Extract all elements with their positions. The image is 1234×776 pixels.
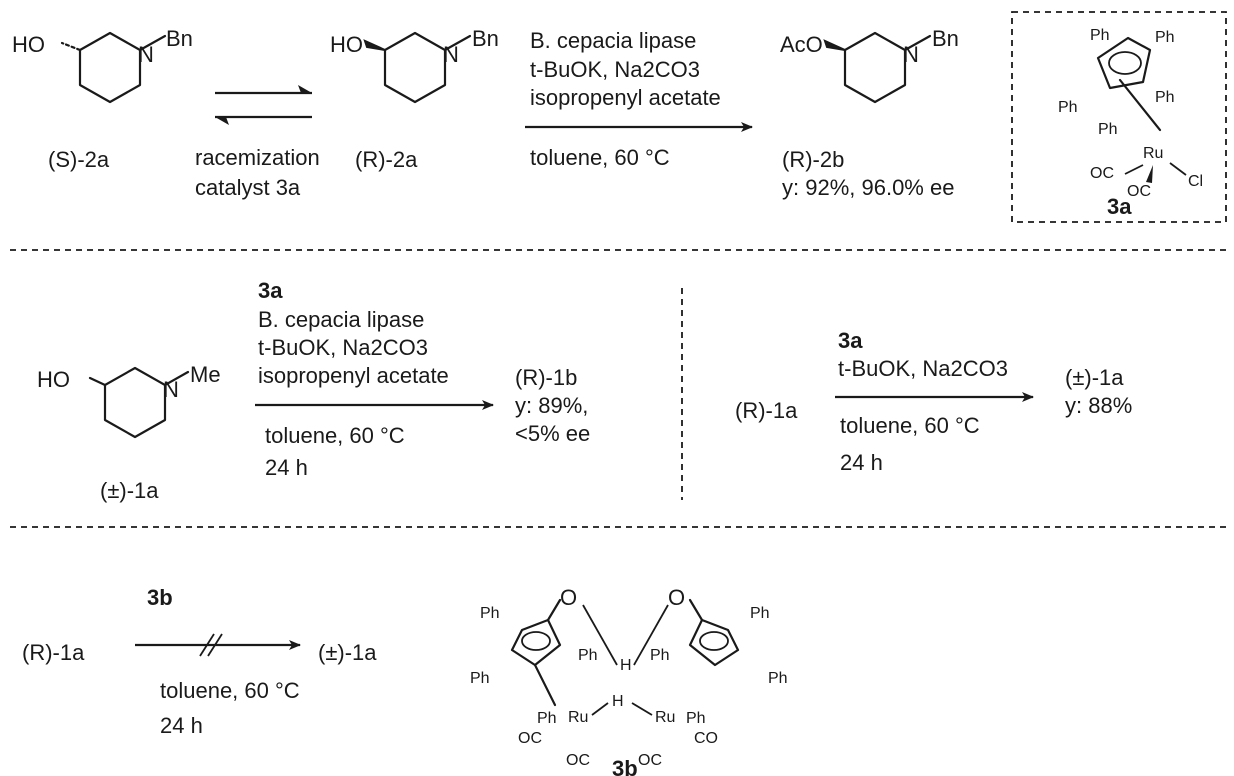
mid-left-reagent-3: t-BuOK, Na2CO3 — [258, 335, 428, 360]
mid-left-reagent-1: 3a — [258, 278, 283, 303]
yield-r-1b-2: <5% ee — [515, 421, 590, 446]
svg-text:Ru: Ru — [1143, 145, 1163, 162]
label-r-1a-bottom: (R)-1a — [22, 640, 85, 665]
bottom-catalyst: 3b — [147, 585, 173, 610]
svg-text:Ph: Ph — [1098, 121, 1118, 138]
label-1a-racemic-mid: (±)-1a — [1065, 365, 1124, 390]
molecule-r-2a: HO N Bn — [330, 26, 499, 104]
mid-left-reagent-4: isopropenyl acetate — [258, 363, 449, 388]
svg-text:Bn: Bn — [932, 26, 959, 51]
label-3b: 3b — [612, 756, 638, 776]
svg-text:HO: HO — [37, 367, 70, 392]
top-reagent-2: t-BuOK, Na2CO3 — [530, 57, 700, 82]
molecule-1a-racemic: HO N Me — [37, 362, 221, 439]
catalyst-3a-box — [1011, 11, 1227, 223]
svg-text:Me: Me — [190, 362, 221, 387]
svg-text:OC: OC — [1127, 183, 1151, 200]
label-3a-box: 3a — [1107, 194, 1132, 219]
mid-right-conditions-2: 24 h — [840, 450, 883, 475]
label-1a-racemic-bottom: (±)-1a — [318, 640, 377, 665]
svg-text:Ph: Ph — [1155, 29, 1175, 46]
molecule-3b: O H O Ph Ph Ph Ph Ru H Ru OC OC OC CO Ph… — [470, 585, 788, 769]
svg-text:N: N — [903, 42, 919, 67]
svg-text:Ph: Ph — [537, 710, 557, 727]
svg-text:N: N — [443, 42, 459, 67]
equilibrium-arrows — [215, 85, 312, 125]
racemization-line2: catalyst 3a — [195, 175, 301, 200]
racemization-line1: racemization — [195, 145, 320, 170]
svg-text:Bn: Bn — [166, 26, 193, 51]
svg-text:Ru: Ru — [655, 709, 675, 726]
svg-text:Ph: Ph — [768, 670, 788, 687]
label-1a-racemic: (±)-1a — [100, 478, 159, 503]
svg-text:Ph: Ph — [750, 605, 770, 622]
mid-right-reagent-1: 3a — [838, 328, 863, 353]
svg-text:H: H — [620, 657, 632, 674]
svg-text:Ph: Ph — [470, 670, 490, 687]
mid-left-conditions-1: toluene, 60 °C — [265, 423, 405, 448]
top-reagent-1: B. cepacia lipase — [530, 28, 696, 53]
svg-text:Cl: Cl — [1188, 173, 1203, 190]
label-r-1a-mid: (R)-1a — [735, 398, 798, 423]
bottom-blocked-arrow — [135, 633, 301, 657]
svg-text:Ph: Ph — [686, 710, 706, 727]
svg-text:OC: OC — [566, 752, 590, 769]
svg-text:N: N — [163, 377, 179, 402]
svg-text:Ph: Ph — [650, 647, 670, 664]
mid-left-reagent-2: B. cepacia lipase — [258, 307, 424, 332]
svg-text:Ph: Ph — [1058, 99, 1078, 116]
yield-1a-mid: y: 88% — [1065, 393, 1132, 418]
svg-text:AcO: AcO — [780, 32, 823, 57]
svg-text:Bn: Bn — [472, 26, 499, 51]
svg-text:CO: CO — [694, 730, 718, 747]
molecule-s-2a: HO N Bn — [12, 26, 193, 104]
svg-text:OC: OC — [518, 730, 542, 747]
svg-text:Ph: Ph — [1155, 89, 1175, 106]
mid-right-conditions-1: toluene, 60 °C — [840, 413, 980, 438]
svg-text:Ru: Ru — [568, 709, 588, 726]
label-s-2a: (S)-2a — [48, 147, 110, 172]
yield-r-2b: y: 92%, 96.0% ee — [782, 175, 954, 200]
label-r-1b: (R)-1b — [515, 365, 577, 390]
bottom-conditions-2: 24 h — [160, 713, 203, 738]
svg-text:OC: OC — [1090, 165, 1114, 182]
svg-text:HO: HO — [12, 32, 45, 57]
bottom-conditions-1: toluene, 60 °C — [160, 678, 300, 703]
svg-text:Ph: Ph — [1090, 27, 1110, 44]
svg-text:Ph: Ph — [578, 647, 598, 664]
svg-text:O: O — [668, 585, 685, 610]
svg-text:HO: HO — [330, 32, 363, 57]
top-reagent-3: isopropenyl acetate — [530, 85, 721, 110]
mid-right-reagent-2: t-BuOK, Na2CO3 — [838, 356, 1008, 381]
svg-text:H: H — [612, 693, 624, 710]
svg-text:N: N — [138, 42, 154, 67]
svg-text:O: O — [560, 585, 577, 610]
molecule-3a: Ph Ph Ph Ph Ph Ru OC OC Cl — [1058, 27, 1203, 200]
label-r-2b: (R)-2b — [782, 147, 844, 172]
label-r-2a: (R)-2a — [355, 147, 418, 172]
svg-text:OC: OC — [638, 752, 662, 769]
mid-left-conditions-2: 24 h — [265, 455, 308, 480]
molecule-r-2b: AcO N Bn — [780, 26, 959, 104]
yield-r-1b-1: y: 89%, — [515, 393, 588, 418]
svg-text:Ph: Ph — [480, 605, 500, 622]
top-conditions: toluene, 60 °C — [530, 145, 670, 170]
